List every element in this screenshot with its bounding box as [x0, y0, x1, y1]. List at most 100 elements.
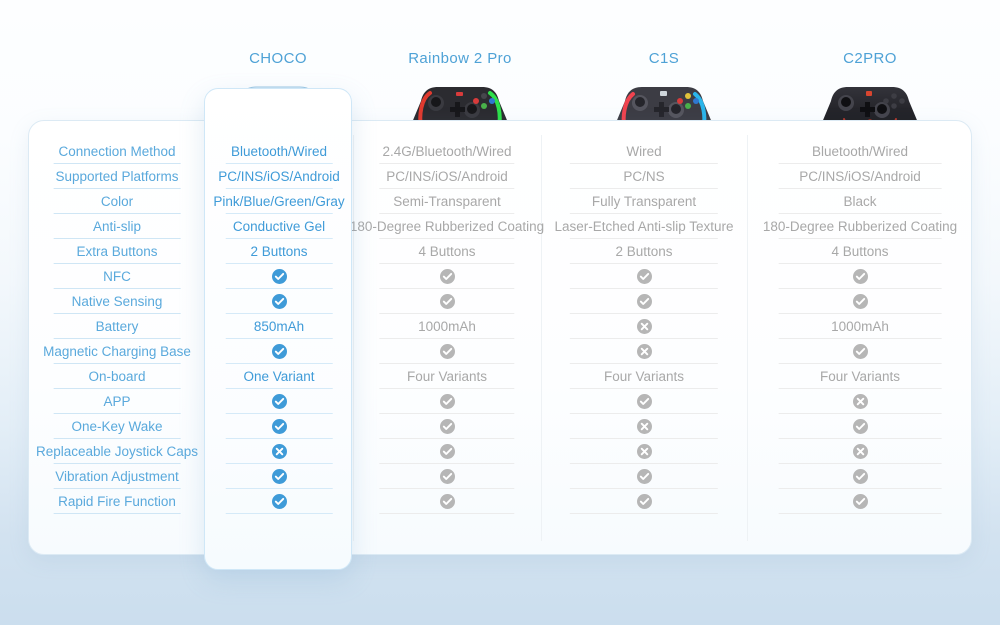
- check-icon: [439, 444, 455, 459]
- cross-icon: [271, 444, 287, 459]
- row-separator: [225, 513, 333, 514]
- value-cell-c2pro: [747, 339, 973, 364]
- row-separator: [569, 513, 719, 514]
- row-separator: [778, 363, 942, 364]
- feature-label-cell-text: Vibration Adjustment: [55, 469, 179, 484]
- value-cell-c1s: [541, 464, 747, 489]
- value-cell-c2pro: 4 Buttons: [747, 239, 973, 264]
- row-separator: [225, 288, 333, 289]
- value-cell-c1s: [541, 339, 747, 364]
- row-separator: [778, 263, 942, 264]
- value-cell-c1s-text: Wired: [626, 144, 662, 159]
- value-cell-choco: PC/INS/iOS/Android: [205, 164, 353, 189]
- check-icon: [439, 419, 455, 434]
- value-cell-c2pro-text: 1000mAh: [831, 319, 889, 334]
- row-separator: [53, 363, 181, 364]
- value-cell-choco: Bluetooth/Wired: [205, 139, 353, 164]
- row-separator: [225, 338, 333, 339]
- feature-label-cell-text: Replaceable Joystick Caps: [35, 444, 199, 459]
- feature-label-cell: Connection Method: [29, 139, 205, 164]
- value-cell-rainbow2pro: [353, 464, 541, 489]
- feature-label-cell: On-board: [29, 364, 205, 389]
- value-cell-c1s: [541, 389, 747, 414]
- value-cell-c1s: 2 Buttons: [541, 239, 747, 264]
- feature-label-cell-text: Color: [100, 194, 134, 209]
- feature-label-cell: Replaceable Joystick Caps: [29, 439, 205, 464]
- feature-label-cell: Color: [29, 189, 205, 214]
- value-cell-choco: [205, 389, 353, 414]
- value-cell-c1s: [541, 289, 747, 314]
- value-cell-rainbow2pro: 2.4G/Bluetooth/Wired: [353, 139, 541, 164]
- value-cell-c2pro-text: Black: [843, 194, 877, 209]
- check-icon: [852, 419, 868, 434]
- feature-label-cell: Vibration Adjustment: [29, 464, 205, 489]
- row-separator: [379, 213, 515, 214]
- cross-icon: [852, 444, 868, 459]
- value-cell-c2pro: [747, 414, 973, 439]
- value-cell-c2pro-text: Bluetooth/Wired: [811, 144, 909, 159]
- feature-label-cell-text: Battery: [95, 319, 139, 334]
- row-separator: [53, 188, 181, 189]
- row-separator: [379, 163, 515, 164]
- value-cell-rainbow2pro: 1000mAh: [353, 314, 541, 339]
- feature-label-cell-text: One-Key Wake: [71, 419, 163, 434]
- value-cell-rainbow2pro: [353, 439, 541, 464]
- check-icon: [439, 294, 455, 309]
- product-name-c2pro: C2PRO: [843, 50, 897, 67]
- row-separator: [53, 488, 181, 489]
- feature-label-cell-text: Rapid Fire Function: [58, 494, 176, 509]
- row-separator: [569, 288, 719, 289]
- value-cell-rainbow2pro: [353, 264, 541, 289]
- value-cell-choco: 850mAh: [205, 314, 353, 339]
- row-separator: [225, 488, 333, 489]
- value-cell-c1s-text: Four Variants: [603, 369, 685, 384]
- column-divider-4: [747, 135, 748, 541]
- check-icon: [636, 494, 652, 509]
- value-cell-c2pro: PC/INS/iOS/Android: [747, 164, 973, 189]
- value-cell-rainbow2pro-text: PC/INS/iOS/Android: [386, 169, 508, 184]
- row-separator: [379, 463, 515, 464]
- cross-icon: [636, 444, 652, 459]
- feature-label-cell: Battery: [29, 314, 205, 339]
- row-separator: [225, 263, 333, 264]
- row-separator: [225, 388, 333, 389]
- value-cell-choco: Pink/Blue/Green/Gray: [205, 189, 353, 214]
- feature-label-cell: APP: [29, 389, 205, 414]
- check-icon: [271, 294, 287, 309]
- value-cell-c1s: Laser-Etched Anti-slip Texture: [541, 214, 747, 239]
- value-cell-rainbow2pro: [353, 389, 541, 414]
- check-icon: [852, 294, 868, 309]
- row-separator: [225, 163, 333, 164]
- value-cell-c1s-text: 2 Buttons: [615, 244, 673, 259]
- feature-label-cell: Extra Buttons: [29, 239, 205, 264]
- value-cell-c2pro: 1000mAh: [747, 314, 973, 339]
- value-cell-c1s: Fully Transparent: [541, 189, 747, 214]
- row-separator: [379, 413, 515, 414]
- value-cell-choco: 2 Buttons: [205, 239, 353, 264]
- check-icon: [852, 344, 868, 359]
- feature-label-cell: Rapid Fire Function: [29, 489, 205, 514]
- row-separator: [225, 213, 333, 214]
- row-separator: [379, 288, 515, 289]
- column-divider-2: [353, 135, 354, 541]
- check-icon: [852, 469, 868, 484]
- feature-label-cell: Native Sensing: [29, 289, 205, 314]
- row-separator: [778, 338, 942, 339]
- value-cell-choco-text: Pink/Blue/Green/Gray: [213, 194, 345, 209]
- row-separator: [569, 188, 719, 189]
- value-cell-rainbow2pro-text: 2.4G/Bluetooth/Wired: [382, 144, 512, 159]
- value-cell-c2pro-text: Four Variants: [819, 369, 901, 384]
- row-separator: [569, 338, 719, 339]
- feature-label-cell: Anti-slip: [29, 214, 205, 239]
- row-separator: [53, 213, 181, 214]
- value-cell-choco: Conductive Gel: [205, 214, 353, 239]
- value-cell-c2pro: [747, 289, 973, 314]
- cross-icon: [852, 394, 868, 409]
- check-icon: [271, 394, 287, 409]
